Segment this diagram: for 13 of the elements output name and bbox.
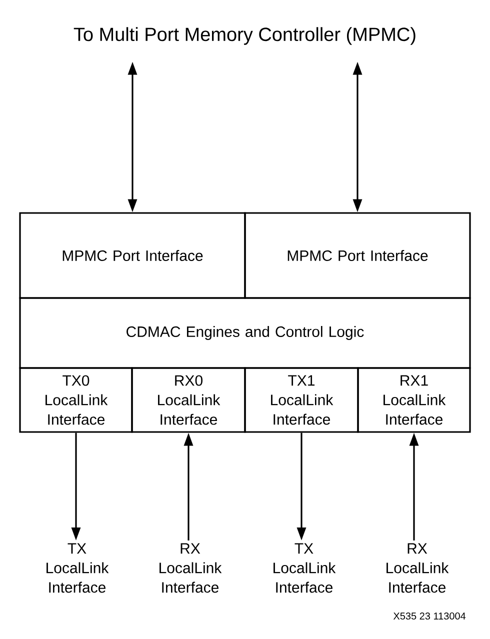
interface-box: RX0 LocalLink Interface [131,367,246,433]
interface-box: TX1 LocalLink Interface [244,367,359,433]
interface-box: MPMC Port Interface [244,212,471,299]
port-label: RX LocalLink Interface [160,543,222,593]
port-label: TX LocalLink Interface [274,543,336,593]
interface-box: CDMAC Engines and Control Logic [19,297,471,369]
interface-box: TX0 LocalLink Interface [19,367,133,433]
port-label: TX LocalLink Interface [46,543,109,593]
interface-box: MPMC Port Interface [19,212,246,299]
port-label: RX LocalLink Interface [386,543,449,593]
interface-box: RX1 LocalLink Interface [357,367,471,433]
figure-number: X535 23 113004 [393,612,466,620]
heading: To Multi Port Memory Controller (MPMC) [74,27,416,45]
